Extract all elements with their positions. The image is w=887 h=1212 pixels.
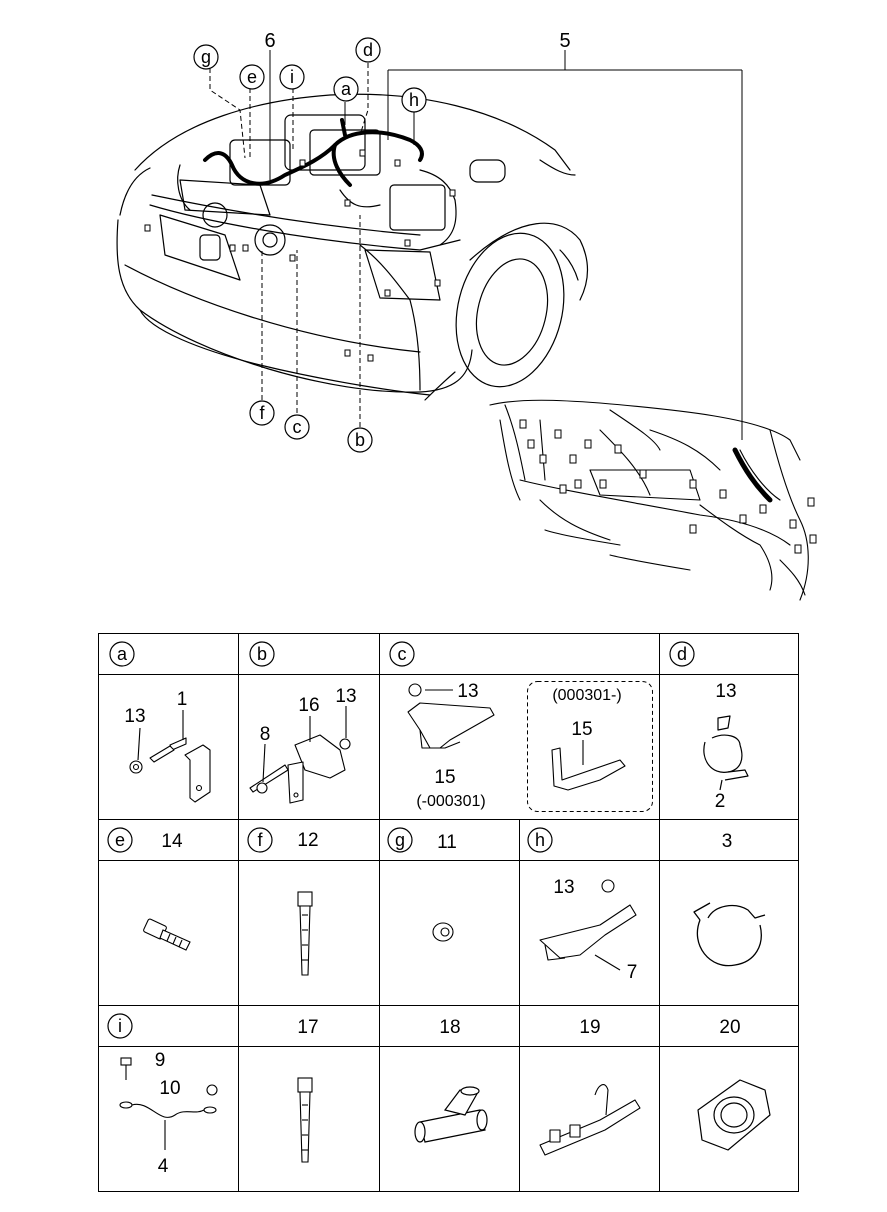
cell-b-bracket-drawing xyxy=(249,706,351,804)
header-letter-circles xyxy=(107,641,695,1039)
callout-b: b xyxy=(355,430,365,450)
header-part-19: 19 xyxy=(579,1017,600,1038)
callout-5: 5 xyxy=(559,30,570,52)
header-e: e xyxy=(115,830,125,850)
interior-connectors xyxy=(519,419,817,554)
cell-d-clamp-drawing xyxy=(703,715,749,791)
header-part-17: 17 xyxy=(297,1017,318,1038)
callout-a: a xyxy=(341,79,352,99)
cell-c-variant-part-15: 15 xyxy=(571,719,592,740)
cell-h-part-7: 7 xyxy=(627,962,638,983)
cell-17-cable-tie-drawing xyxy=(297,1077,313,1163)
callout-e: e xyxy=(247,67,257,87)
callout-circles xyxy=(193,37,427,453)
cell-a-part-1: 1 xyxy=(177,689,188,710)
cell-c-bracket-drawing xyxy=(407,683,495,749)
callout-g: g xyxy=(201,47,211,67)
header-part-20: 20 xyxy=(719,1017,740,1038)
header-f: f xyxy=(257,830,263,850)
cell-c-part-15: 15 xyxy=(434,767,455,788)
cell-18-tee-connector-drawing xyxy=(414,1086,488,1143)
cell-e-bolt-drawing xyxy=(143,918,191,951)
cell-b-part-16: 16 xyxy=(298,695,319,716)
header-a: a xyxy=(117,644,128,664)
cell-c-variant-box xyxy=(527,681,653,812)
header-b: b xyxy=(257,644,267,664)
cell-f-cable-tie-drawing xyxy=(297,891,313,976)
callout-i: i xyxy=(290,67,294,87)
cell-d-part-2: 2 xyxy=(715,791,726,812)
cell-b-part-13: 13 xyxy=(335,686,356,707)
header-part-3: 3 xyxy=(722,831,733,852)
parts-table-grid xyxy=(98,633,799,1192)
engine-wiring-harness xyxy=(203,118,424,187)
cell-g-grommet-drawing xyxy=(432,922,454,942)
header-d: d xyxy=(677,644,687,664)
cell-h-part-13: 13 xyxy=(553,877,574,898)
callout-f: f xyxy=(259,403,265,423)
cell-h-bracket-drawing xyxy=(539,879,637,971)
header-part-14: 14 xyxy=(161,831,183,852)
cell-i-part-10: 10 xyxy=(159,1078,180,1099)
cell-b-part-8: 8 xyxy=(260,724,271,745)
cell-c-variant-bracket-drawing xyxy=(551,740,626,791)
header-i: i xyxy=(118,1016,122,1036)
header-part-11: 11 xyxy=(437,832,457,853)
harness-connectors xyxy=(144,149,456,362)
cell-a-bracket-drawing xyxy=(129,710,211,803)
header-c: c xyxy=(398,644,407,664)
cell-c-variant-label: (000301-) xyxy=(552,687,621,704)
callout-d: d xyxy=(363,40,373,60)
header-h: h xyxy=(535,830,545,850)
interior-harness-section xyxy=(732,447,773,503)
cell-i-part-4: 4 xyxy=(158,1156,169,1177)
engine-bay-illustration xyxy=(116,93,589,401)
cell-19-harness-protector-drawing xyxy=(539,1084,641,1156)
interior-dash-illustration xyxy=(489,399,809,601)
header-part-12: 12 xyxy=(297,830,318,851)
callout-6: 6 xyxy=(264,30,275,52)
cell-a-part-13: 13 xyxy=(124,706,145,727)
cell-d-part-13: 13 xyxy=(715,681,736,702)
cell-3-clamp-drawing xyxy=(693,902,766,967)
header-g: g xyxy=(395,830,405,850)
cell-20-grommet-plate-drawing xyxy=(697,1079,771,1151)
cell-i-ground-strap-drawing xyxy=(119,1057,218,1150)
callout-c: c xyxy=(293,417,302,437)
cell-c-serial-range: (-000301) xyxy=(416,793,485,810)
cell-i-part-9: 9 xyxy=(155,1050,166,1071)
cell-c-part-13: 13 xyxy=(457,681,478,702)
callout-leaders xyxy=(209,50,743,440)
callout-h: h xyxy=(409,90,419,110)
header-part-18: 18 xyxy=(439,1017,460,1038)
